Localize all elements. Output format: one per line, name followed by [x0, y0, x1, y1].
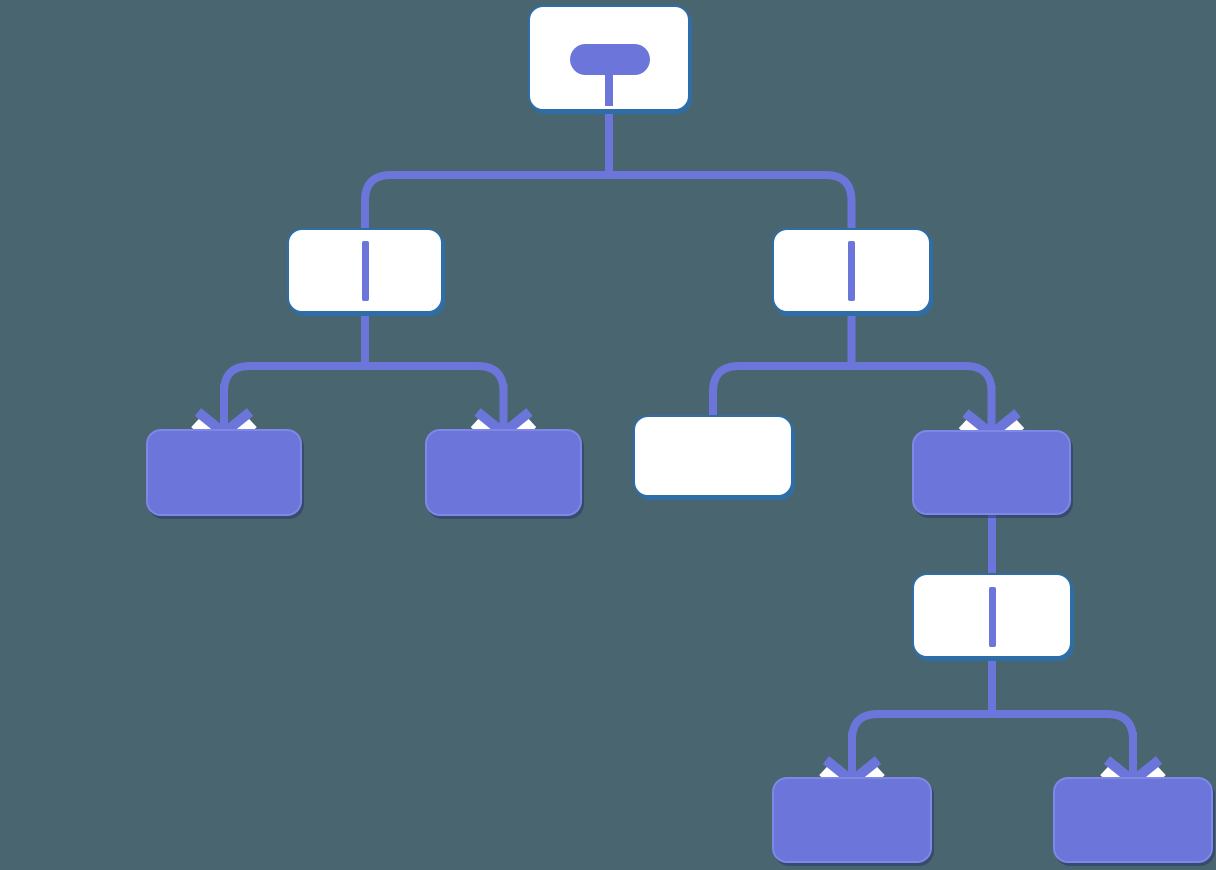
leaf-node-5[interactable] [1053, 777, 1213, 863]
root-node[interactable] [528, 5, 690, 111]
leaf-node-4[interactable] [772, 777, 932, 863]
root-pill-shape [570, 44, 650, 75]
branch-node-right[interactable] [772, 228, 931, 313]
leaf-node-1[interactable] [146, 429, 302, 516]
root-pill-stem [605, 75, 613, 106]
leaf-node-2[interactable] [425, 429, 582, 516]
text-cursor-bar [988, 587, 996, 647]
text-cursor-bar [848, 241, 855, 301]
leaf-node-3[interactable] [912, 430, 1071, 515]
branch-node-bottom[interactable] [912, 573, 1072, 658]
text-cursor-bar [361, 241, 369, 301]
plain-node[interactable] [633, 415, 793, 497]
branch-node-left[interactable] [287, 228, 443, 313]
